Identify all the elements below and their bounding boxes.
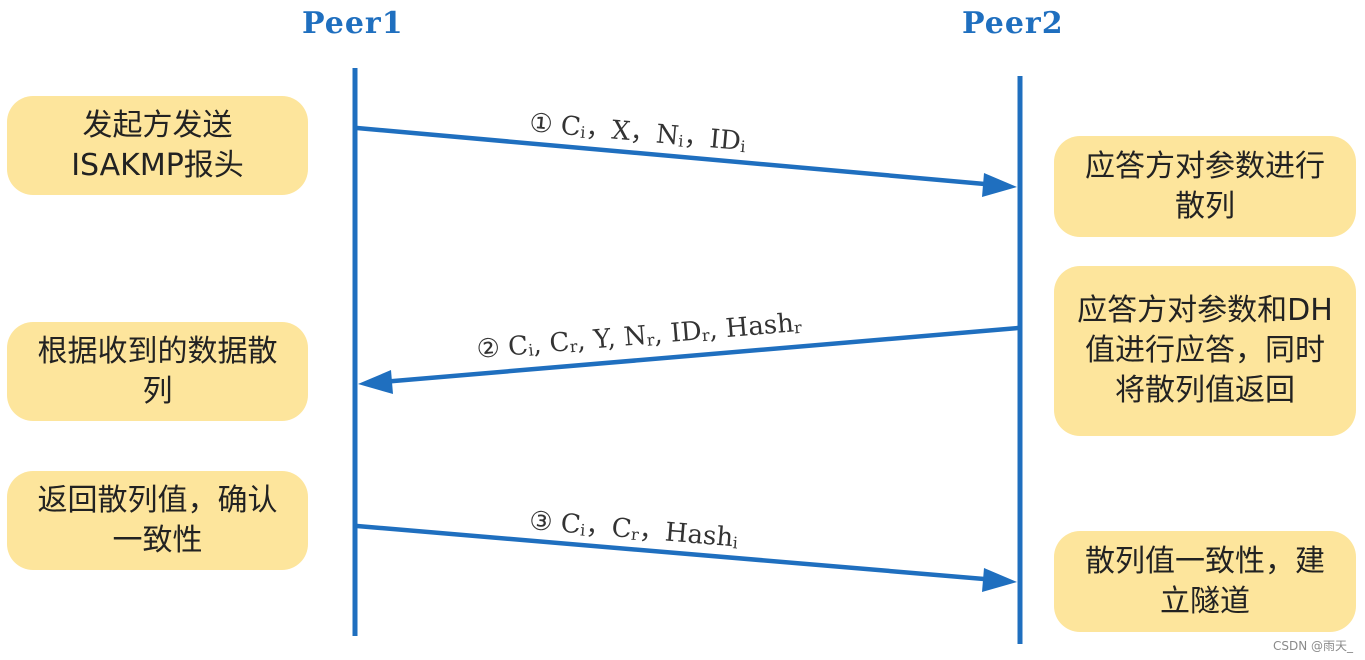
watermark: CSDN @雨天_ (1272, 639, 1353, 653)
note-line: ISAKMP报头 (71, 147, 244, 183)
note-line: 将散列值返回 (1114, 373, 1295, 408)
step-number: ② (475, 332, 510, 365)
note-peer2-respond-dh: 应答方对参数和DH 值进行应答，同时 将散列值返回 (1054, 266, 1356, 436)
message-term: , Y, (575, 322, 626, 357)
message-term: ， (682, 121, 712, 155)
message-3-arrow (356, 523, 997, 583)
note-peer2-hash-params: 应答方对参数进行 散列 (1054, 136, 1356, 237)
note-peer1-hash-received: 根据收到的数据散 列 (7, 322, 308, 421)
message-term: C (548, 327, 571, 359)
step-number: ③ (528, 506, 563, 539)
message-term: ，Hash (637, 515, 735, 554)
message-term: ID (708, 124, 743, 157)
message-term: ，X， (584, 113, 658, 150)
note-line: 值进行应答，同时 (1084, 333, 1325, 368)
note-line: 发起方发送 (82, 107, 233, 143)
message-term: ， (584, 510, 613, 543)
message-term: N (622, 320, 648, 353)
note-peer1-send-header: 发起方发送 ISAKMP报头 (7, 96, 308, 195)
step-number: ① (528, 108, 563, 141)
note-line: 一致性 (112, 522, 203, 558)
message-2-arrow (381, 325, 1019, 385)
message-subscript: r (793, 317, 803, 338)
note-line: 列 (142, 373, 173, 409)
peer1-title: Peer1 (302, 6, 404, 41)
note-peer1-return-hash: 返回散列值，确认 一致性 (7, 471, 308, 570)
message-term: C (506, 330, 530, 363)
message-1-arrow (356, 125, 997, 188)
note-line: 根据收到的数据散 (37, 333, 278, 369)
note-peer2-establish-tunnel: 散列值一致性，建 立隧道 (1054, 531, 1356, 632)
message-2-arrowhead (358, 370, 393, 394)
message-term: C (610, 513, 633, 545)
note-line: 返回散列值，确认 (37, 482, 278, 518)
message-3-arrowhead (982, 568, 1017, 592)
peer2-title: Peer2 (962, 6, 1064, 41)
message-1-arrowhead (982, 173, 1017, 197)
message-term: N (654, 119, 681, 152)
note-line: 应答方对参数进行 (1085, 148, 1325, 184)
note-line: 散列 (1175, 188, 1235, 224)
message-term: ID (669, 316, 703, 349)
note-line: 立隧道 (1160, 583, 1250, 619)
note-line: 应答方对参数和DH (1077, 293, 1333, 328)
note-line: 散列值一致性，建 (1085, 543, 1325, 579)
